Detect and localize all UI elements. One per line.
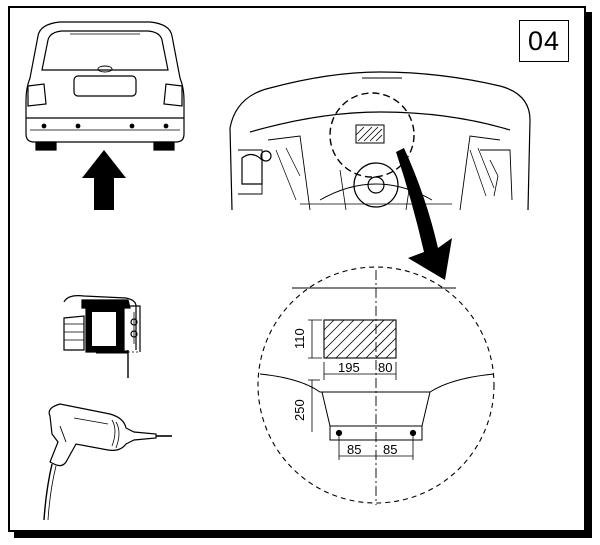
hole-right-icon: [409, 429, 417, 437]
dim-hole-right: 85: [383, 442, 397, 457]
dim-zone-left: 195: [338, 360, 360, 375]
hole-left-icon: [335, 429, 343, 437]
marking-template-icon: [63, 295, 141, 378]
dim-zone-height: 110: [292, 328, 307, 349]
step-number: 04: [527, 25, 561, 56]
dim-hole-left: 85: [347, 442, 361, 457]
car-rear-view: [25, 21, 185, 151]
drill-icon: [43, 403, 172, 521]
instruction-frame: [8, 6, 586, 532]
up-arrow-icon: [82, 150, 126, 210]
dim-zone-right: 80: [378, 360, 392, 375]
detail-view: [257, 266, 495, 505]
dim-drop-height: 250: [292, 399, 307, 421]
underbody-view: [229, 71, 531, 211]
zoom-arrow-icon: [396, 148, 452, 280]
drill-zone-hatch: [323, 319, 397, 359]
step-number-box: 04: [519, 20, 569, 62]
